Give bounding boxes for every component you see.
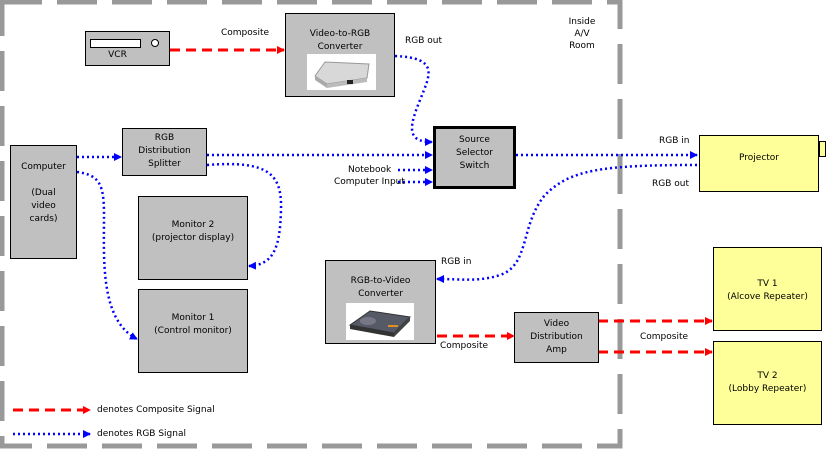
computer-device[interactable]: Computer (Dual video cards): [10, 145, 77, 259]
computer-label: Computer (Dual video cards): [21, 162, 66, 224]
legend-rgb-text: denotes RGB Signal: [97, 429, 186, 439]
vcr-tape-slot-icon: [90, 39, 141, 48]
av-room-boundary: [0, 0, 623, 449]
wire-computer-to-monitor1: [76, 170, 138, 341]
wire-converter-rgb-to-switch: [394, 54, 433, 146]
converter-device-photo-icon: [307, 54, 376, 90]
wire-splitter-to-monitor2: [206, 162, 283, 270]
vcr-power-button-icon: [151, 39, 159, 47]
converter-rgb-in-label: RGB in: [441, 257, 472, 267]
tv-2-label: TV 2 (Lobby Repeater): [728, 371, 807, 394]
video-to-rgb-converter-label: Video-to-RGB Converter: [309, 29, 371, 52]
projector-device[interactable]: Projector: [699, 135, 819, 192]
vcr-composite-label: Composite: [221, 28, 270, 38]
source-selector-switch[interactable]: Source Selector Switch: [433, 126, 516, 189]
tv-2[interactable]: TV 2 (Lobby Repeater): [713, 341, 822, 425]
source-switch-label: Source Selector Switch: [456, 135, 493, 171]
converter-composite-label: Composite: [440, 341, 489, 351]
tv-1-label: TV 1 (Alcove Repeater): [727, 279, 808, 302]
legend-composite-text: denotes Composite Signal: [97, 405, 215, 415]
video-amp-label: Video Distribution Amp: [530, 319, 583, 355]
tv-composite-label: Composite: [640, 332, 689, 342]
monitor-1[interactable]: Monitor 1 (Control monitor): [138, 289, 248, 373]
tv-1[interactable]: TV 1 (Alcove Repeater): [713, 247, 822, 331]
av-room-label: Inside A/V Room: [568, 17, 596, 51]
projector-rgb-in-label: RGB in: [659, 136, 690, 146]
projector-lens-icon: [819, 141, 826, 157]
converter-device-photo-icon: [346, 303, 414, 340]
projector-rgb-out-label: RGB out: [652, 179, 690, 189]
monitor-2-label: Monitor 2 (projector display): [151, 220, 235, 243]
monitor-1-label: Monitor 1 (Control monitor): [154, 313, 232, 336]
rgb-to-video-converter-label: RGB-to-Video Converter: [350, 276, 411, 299]
wire-projector-to-rgb-to-video: [436, 163, 698, 284]
vcr-label: VCR: [108, 50, 127, 60]
video-distribution-amp[interactable]: Video Distribution Amp: [514, 312, 599, 363]
rgb-to-video-converter[interactable]: RGB-to-Video Converter: [325, 260, 436, 344]
rgb-distribution-splitter[interactable]: RGB Distribution Splitter: [122, 128, 207, 176]
projector-label: Projector: [739, 153, 779, 163]
rgb-splitter-label: RGB Distribution Splitter: [138, 133, 191, 169]
notebook-label: Notebook: [348, 165, 392, 175]
monitor-2[interactable]: Monitor 2 (projector display): [138, 196, 248, 280]
computer-input-label: Computer Input: [334, 177, 405, 187]
video-to-rgb-converter[interactable]: Video-to-RGB Converter: [285, 13, 395, 97]
converter-rgb-out-label: RGB out: [405, 36, 443, 46]
vcr-device[interactable]: VCR: [85, 31, 170, 66]
